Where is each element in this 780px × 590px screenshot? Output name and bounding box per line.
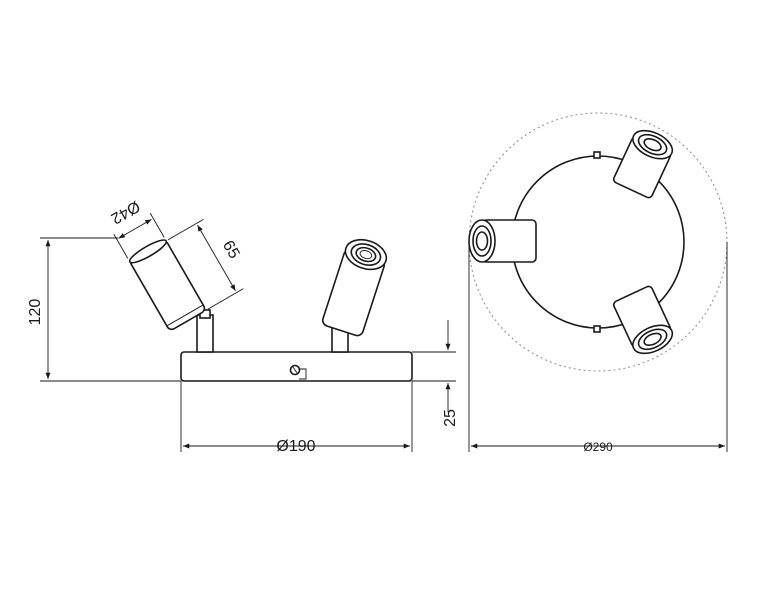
dim-base-190: Ø190 [180,381,413,455]
label-base-diameter: Ø190 [276,438,315,455]
label-head-diameter: Ø42 [108,197,143,227]
label-head-length: 65 [219,238,243,262]
dim-base-25: 25 [412,320,459,427]
top-head-upper [612,129,674,199]
left-stem [196,314,214,353]
top-view: Ø290 [468,112,728,454]
base-plate [180,351,413,382]
dim-outer-290: Ø290 [468,242,728,454]
dim-height-120: 120 [27,237,181,382]
top-head-lower [612,285,674,355]
right-spot-head [321,238,388,337]
base-screw [289,364,307,380]
label-height-total: 120 [27,299,44,326]
label-outer-diameter: Ø290 [583,440,613,454]
side-view: 120 25 Ø190 Ø42 65 [27,197,459,455]
top-head-left [468,219,537,263]
dim-head-65: 65 [167,218,244,310]
left-spot-head [128,239,206,331]
label-base-height: 25 [442,409,459,427]
